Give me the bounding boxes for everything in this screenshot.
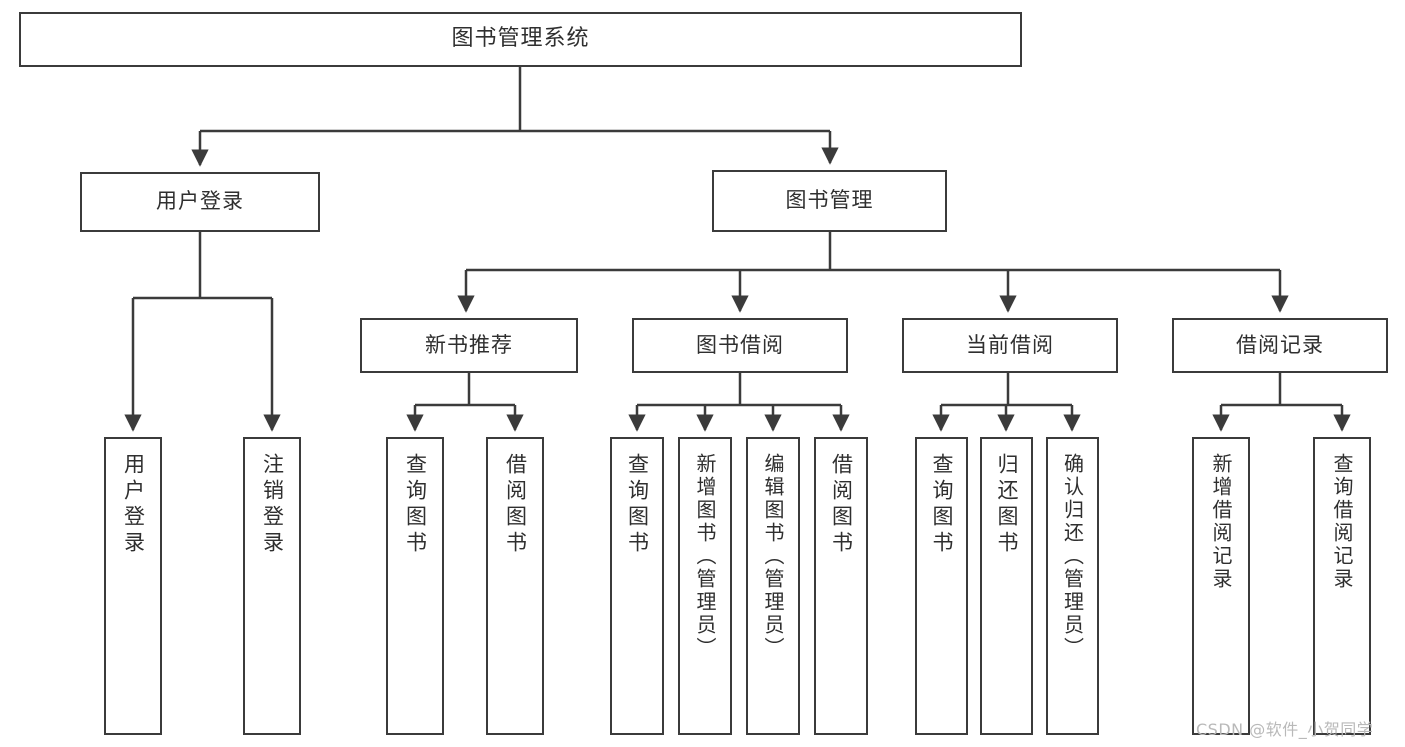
node-new-book-rec-label: 新书推荐 (425, 332, 513, 357)
node-user-login-label: 用户登录 (156, 189, 244, 214)
node-book-borrow[interactable]: 图书借阅 (632, 318, 848, 373)
node-user-login[interactable]: 用户登录 (80, 172, 320, 232)
node-leaf-add-book[interactable]: 新增图书（管理员） (678, 437, 732, 735)
node-leaf-return-book-label: 归还图书 (995, 453, 1019, 557)
node-leaf-query-record[interactable]: 查询借阅记录 (1313, 437, 1371, 735)
node-root[interactable]: 图书管理系统 (19, 12, 1022, 67)
node-root-label: 图书管理系统 (451, 26, 590, 52)
node-leaf-logout-label: 注销登录 (260, 453, 285, 557)
node-leaf-logout[interactable]: 注销登录 (243, 437, 301, 735)
node-book-manage[interactable]: 图书管理 (712, 170, 947, 232)
node-leaf-edit-book-label: 编辑图书（管理员） (761, 453, 785, 660)
node-leaf-borrow-book-b[interactable]: 借阅图书 (814, 437, 868, 735)
node-book-borrow-label: 图书借阅 (696, 332, 784, 357)
node-book-manage-label: 图书管理 (785, 188, 874, 213)
watermark: CSDN @软件_小贺同学 (1196, 720, 1374, 739)
node-leaf-query-book-a[interactable]: 查询图书 (386, 437, 444, 735)
node-leaf-user-login-label: 用户登录 (121, 453, 146, 557)
node-current-borrow[interactable]: 当前借阅 (902, 318, 1118, 373)
node-leaf-query-book-b-label: 查询图书 (625, 453, 650, 557)
node-new-book-rec[interactable]: 新书推荐 (360, 318, 578, 373)
node-leaf-query-book-c-label: 查询图书 (930, 453, 954, 557)
node-current-borrow-label: 当前借阅 (966, 332, 1054, 357)
node-borrow-record[interactable]: 借阅记录 (1172, 318, 1388, 373)
node-leaf-add-book-label: 新增图书（管理员） (693, 453, 717, 660)
node-leaf-user-login[interactable]: 用户登录 (104, 437, 162, 735)
node-leaf-borrow-book-b-label: 借阅图书 (829, 453, 854, 557)
node-leaf-confirm-return[interactable]: 确认归还（管理员） (1046, 437, 1099, 735)
node-leaf-borrow-book-a-label: 借阅图书 (503, 453, 528, 557)
node-leaf-add-record-label: 新增借阅记录 (1209, 453, 1233, 591)
node-leaf-edit-book[interactable]: 编辑图书（管理员） (746, 437, 800, 735)
node-leaf-add-record[interactable]: 新增借阅记录 (1192, 437, 1250, 735)
node-leaf-query-book-c[interactable]: 查询图书 (915, 437, 968, 735)
node-leaf-borrow-book-a[interactable]: 借阅图书 (486, 437, 544, 735)
node-leaf-return-book[interactable]: 归还图书 (980, 437, 1033, 735)
node-borrow-record-label: 借阅记录 (1236, 332, 1324, 357)
node-leaf-query-record-label: 查询借阅记录 (1330, 453, 1354, 591)
node-leaf-confirm-return-label: 确认归还（管理员） (1060, 453, 1085, 660)
node-leaf-query-book-b[interactable]: 查询图书 (610, 437, 664, 735)
node-leaf-query-book-a-label: 查询图书 (403, 453, 428, 557)
